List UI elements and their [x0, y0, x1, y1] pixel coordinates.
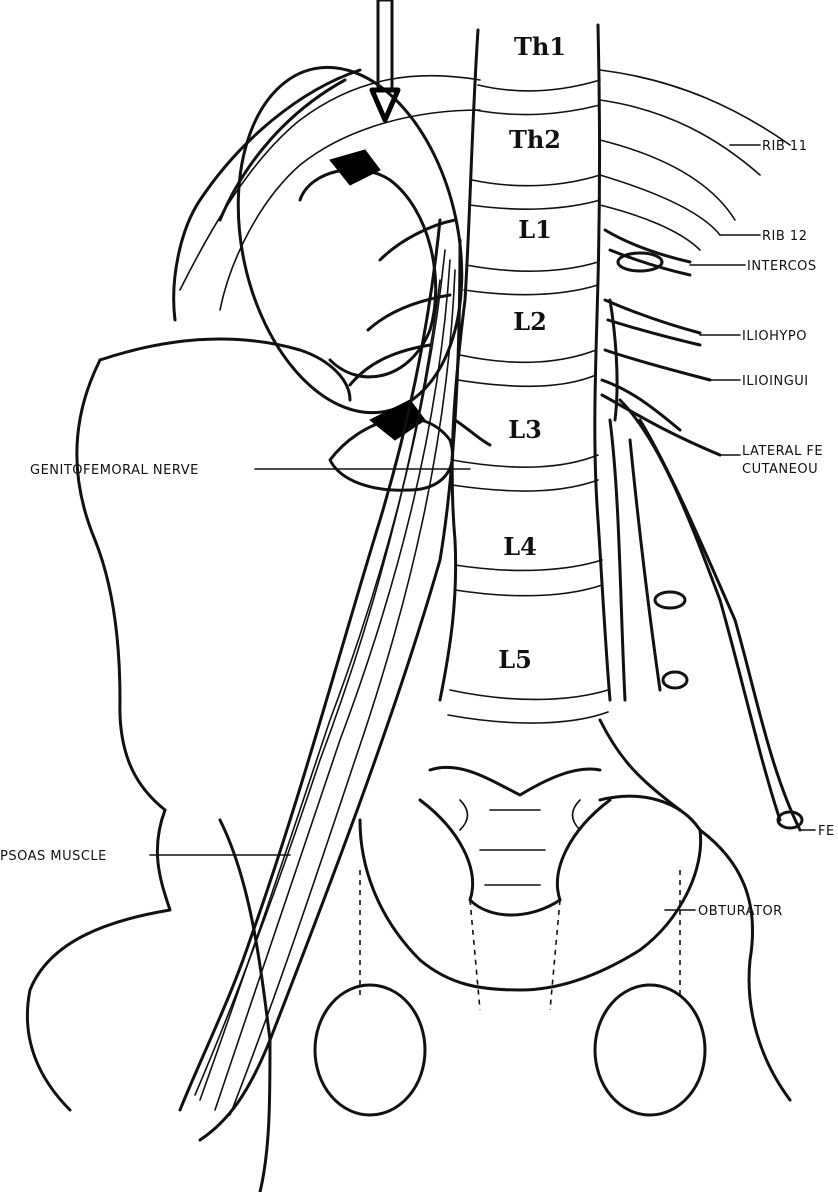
label-femoral: FE: [818, 824, 835, 839]
vertebra-l2-label: L2: [513, 307, 547, 336]
label-intercostal: INTERCOS: [747, 259, 817, 274]
psoas-muscle: [178, 218, 462, 1142]
kidney-outline: [236, 65, 464, 492]
vertebra-l1-label: L1: [518, 215, 552, 244]
needle-arrow: [369, 0, 401, 123]
femoral-nerve: [598, 718, 682, 812]
vertebra-th1-label: Th1: [514, 32, 566, 61]
nerve-stubs-left: [348, 218, 492, 447]
label-rib-12: RIB 12: [762, 229, 807, 244]
ribs-left: [172, 68, 481, 322]
label-ilioinguinal: ILIOINGUI: [742, 374, 809, 389]
pelvis: [25, 337, 792, 1192]
vertebra-labels: Th1 Th2 L1 L2 L3 L4 L5: [498, 32, 566, 674]
anatomy-labels: RIB 11 RIB 12 INTERCOS ILIOHYPO ILIOINGU…: [0, 139, 835, 919]
label-obturator: OBTURATOR: [698, 904, 783, 919]
vertebra-l5-label: L5: [498, 645, 532, 674]
label-psoas-muscle: PSOAS MUSCLE: [0, 849, 107, 864]
vertebra-l4-label: L4: [503, 532, 537, 561]
label-rib-11: RIB 11: [762, 139, 807, 154]
label-lateral-femoral-line1: LATERAL FE: [742, 444, 823, 459]
label-lateral-femoral-line2: CUTANEOU: [742, 462, 818, 477]
label-genitofemoral-nerve: GENITOFEMORAL NERVE: [30, 463, 199, 478]
vertebra-l3-label: L3: [508, 415, 542, 444]
lumbar-plexus-nerves-right: [600, 228, 804, 832]
ribs-right: [599, 69, 791, 251]
vertebra-th2-label: Th2: [509, 125, 561, 154]
label-iliohypogastric: ILIOHYPO: [742, 329, 807, 344]
leader-lines: [149, 144, 816, 911]
